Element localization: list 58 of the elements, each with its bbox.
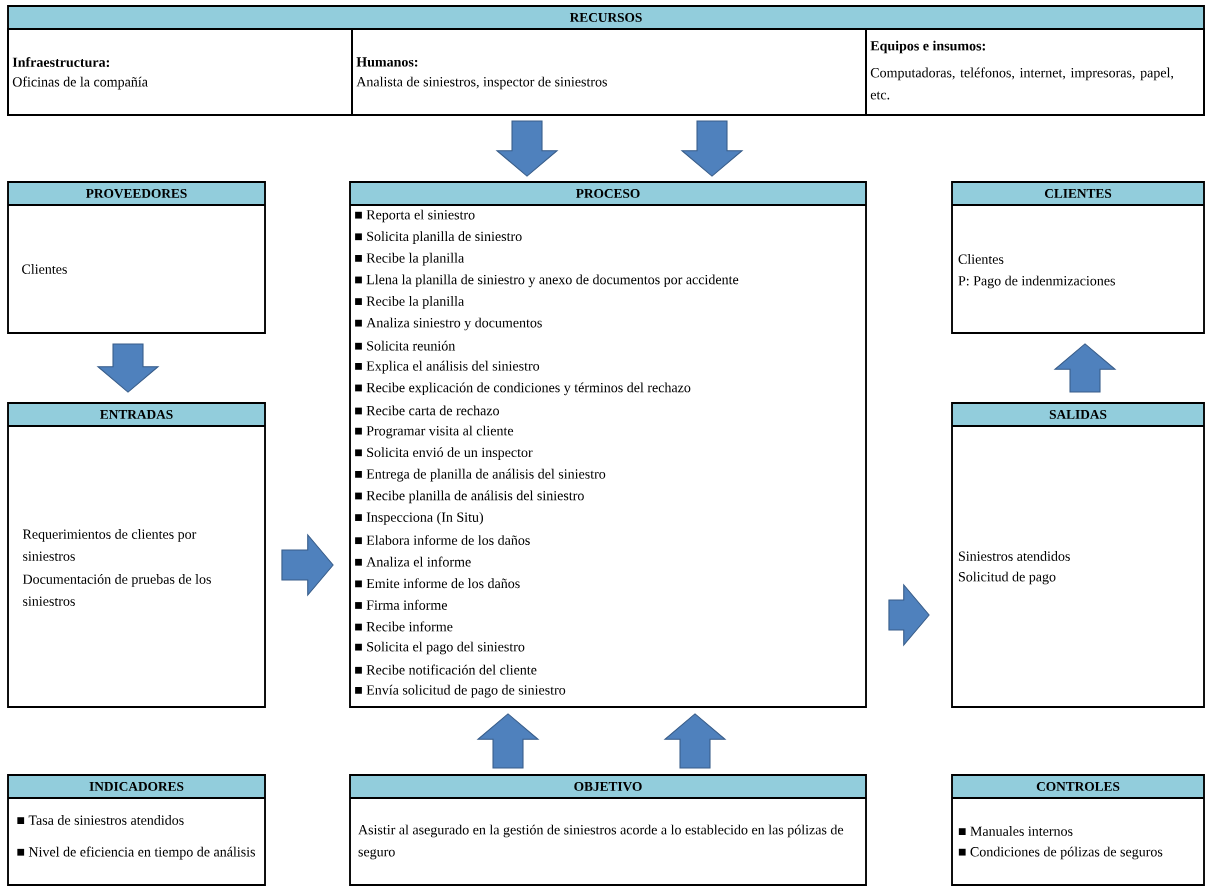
body-text: Documentación de pruebas de los siniestros	[22, 574, 211, 606]
block-arrow	[663, 713, 727, 769]
header-bar: CONTROLES	[951, 775, 1205, 799]
header-bar: RECURSOS	[7, 6, 1205, 30]
list-item: ■ Recibe planilla de análisis del siniestro	[355, 490, 584, 504]
block-arrow	[888, 583, 930, 647]
list-item: ■ Recibe carta de rechazo	[355, 405, 499, 416]
header-bar: INDICADORES	[7, 775, 266, 799]
cell-text: Oficinas de la compañía	[12, 76, 148, 90]
list-item: ■ Firma informe	[355, 599, 447, 610]
list-item: ■ Solicita reunión	[355, 340, 456, 351]
list-item: ■ Explica el análisis del siniestro	[355, 360, 540, 374]
cell-heading: Humanos:	[356, 57, 418, 67]
list-item: ■ Analiza siniestro y documentos	[355, 317, 542, 331]
block-arrow	[281, 533, 334, 597]
list-item: ■ Envía solicitud de pago de siniestro	[355, 684, 566, 698]
header-bar: OBJETIVO	[349, 775, 867, 799]
body-text: ■ Tasa de siniestros atendidos	[17, 815, 184, 825]
header-bar: CLIENTES	[951, 182, 1205, 206]
list-item: ■ Llena la planilla de siniestro y anexo de documentos por accidente	[355, 274, 739, 288]
list-item: ■ Analiza el informe	[355, 556, 471, 567]
block-arrow	[680, 120, 744, 177]
header-bar: ENTRADAS	[7, 403, 266, 427]
header-bar: SALIDAS	[951, 403, 1205, 427]
block-arrow	[96, 343, 160, 393]
list-item: ■ Entrega de planilla de análisis del siniestro	[355, 468, 606, 482]
list-item: ■ Inspecciona (In Situ)	[355, 512, 483, 525]
cell-heading: Infraestructura:	[12, 56, 109, 67]
list-item: ■ Recibe notificación del cliente	[355, 664, 537, 675]
list-item: ■ Elabora informe de los daños	[355, 535, 530, 545]
body-text: P: Pago de indenmizaciones	[958, 275, 1115, 289]
block-arrow	[476, 713, 540, 769]
header-bar: PROCESO	[349, 182, 867, 206]
body-text: Clientes	[22, 264, 67, 274]
cell-text: Computadoras, teléfonos, internet, impresoras, papel, etc.	[870, 67, 1174, 100]
body-text: ■ Condiciones de pólizas de seguros	[958, 846, 1163, 860]
list-item: ■ Emite informe de los daños	[355, 578, 520, 589]
body-text: ■ Manuales internos	[958, 826, 1073, 836]
list-item: ■ Solicita envió de un inspector	[355, 447, 533, 460]
list-item: ■ Solicita planilla de siniestro	[355, 231, 522, 244]
list-item: ■ Solicita el pago del siniestro	[355, 641, 525, 655]
list-item: ■ Recibe explicación de condiciones y términos del rechazo	[355, 382, 691, 396]
list-item: ■ Reporta el siniestro	[355, 209, 475, 223]
body-text: Asistir al asegurado en la gestión de siniestros acorde a lo establecido en las pólizas de seguro	[358, 824, 844, 860]
block-arrow	[1053, 343, 1117, 393]
list-item: ■ Recibe la planilla	[355, 296, 464, 309]
body-text: ■ Nivel de eficiencia en tiempo de análisis	[17, 846, 255, 860]
body-text: Solicitud de pago	[958, 571, 1056, 585]
cell-heading: Equipos e insumos:	[870, 40, 985, 54]
block-arrow	[495, 120, 559, 177]
list-item: ■ Recibe la planilla	[355, 252, 464, 266]
list-item: ■ Programar visita al cliente	[355, 425, 514, 439]
list-item: ■ Recibe informe	[355, 621, 453, 632]
cell-text: Analista de siniestros, inspector de siniestros	[356, 76, 607, 90]
body-text: Requerimientos de clientes por siniestros	[22, 529, 197, 561]
body-text: Siniestros atendidos	[958, 551, 1070, 561]
body-text: Clientes	[958, 254, 1004, 264]
header-bar: PROVEEDORES	[7, 182, 266, 206]
